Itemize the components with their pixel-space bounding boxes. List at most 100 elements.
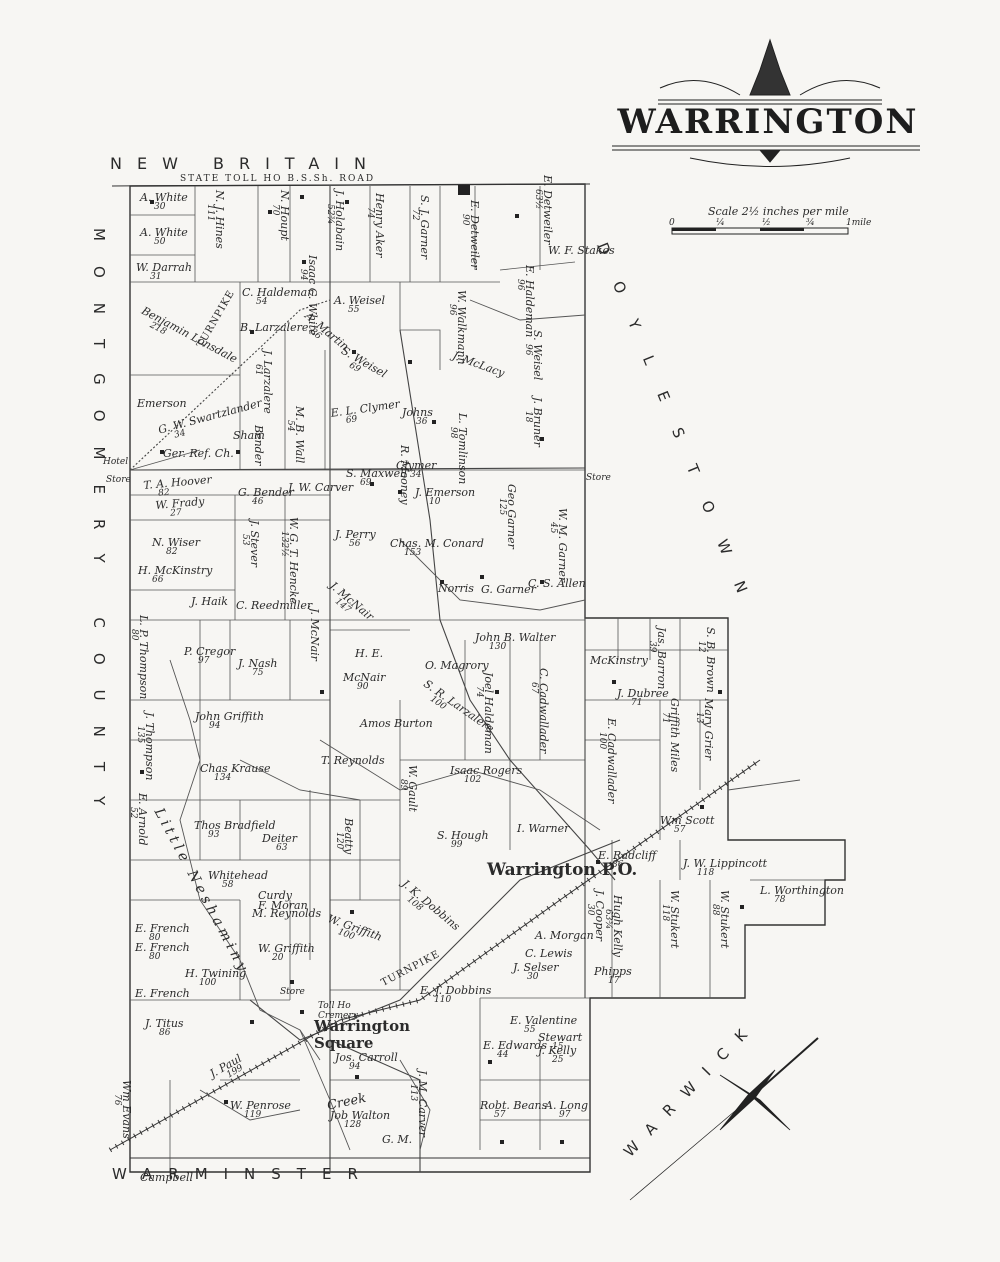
owner-acreage: 34 xyxy=(410,470,422,480)
owner-acreage: 71 xyxy=(631,698,643,708)
owner-name: S. Weisel xyxy=(531,330,544,381)
owner-name: R. Mooney xyxy=(398,445,411,505)
owner-label: B. Larzalere xyxy=(240,322,308,333)
owner-name: A. White xyxy=(140,191,188,204)
owner-name: S. Hough xyxy=(437,829,489,842)
owner-name: W. M. Garner xyxy=(556,508,569,583)
owner-name: J. Kelly xyxy=(538,1044,577,1057)
scale-tick-mile: 1mile xyxy=(846,218,872,228)
property-lines xyxy=(130,186,825,1172)
owner-name: L. Worthington xyxy=(760,884,845,897)
owner-name: J. Cooper xyxy=(593,890,606,942)
owner-name: Curdy xyxy=(258,889,293,902)
owner-label: J. Haik xyxy=(191,596,228,607)
owner-acreage: 100 xyxy=(199,978,217,988)
owner-acreage: 36 xyxy=(416,417,428,427)
owner-acreage: 82 xyxy=(166,547,178,557)
owner-label: G. Garner xyxy=(481,584,536,595)
owner-name: G. Garner xyxy=(481,583,536,596)
owner-name: Amos Burton xyxy=(360,717,433,730)
railroad xyxy=(108,757,762,1153)
owner-name: Phipps xyxy=(594,965,632,978)
owner-name: W. Penrose xyxy=(230,1099,291,1112)
owner-name: O. Magrory xyxy=(425,659,489,672)
owner-label: Curdy xyxy=(258,890,292,901)
owner-acreage: 153 xyxy=(404,548,422,558)
owner-name: G. M. xyxy=(382,1133,413,1146)
owner-acreage: 93 xyxy=(208,830,220,840)
store-west-label: Store xyxy=(106,475,131,485)
owner-name: Job Walton xyxy=(330,1109,391,1122)
owner-acreage: 63 xyxy=(276,843,288,853)
owner-label: Norris xyxy=(438,583,474,594)
owner-label: J. W. Carver xyxy=(288,482,353,493)
owner-acreage: 94 xyxy=(349,1062,361,1072)
owner-label: W. F. Stakes xyxy=(548,245,615,256)
owner-label: Emerson xyxy=(137,398,187,409)
border-north: NEW BRITAIN xyxy=(110,154,381,173)
owner-name: L. Tomlinson xyxy=(456,413,469,485)
house-markers xyxy=(140,185,744,1144)
scale-tick-0: 0 xyxy=(669,218,675,228)
scale-label: Scale 2½ inches per mile xyxy=(708,205,849,218)
owner-acreage: 110 xyxy=(434,995,452,1005)
owner-name: J. Nash xyxy=(238,657,278,670)
owner-name: S. J. Garner xyxy=(418,195,431,260)
owner-name: M. Reynolds xyxy=(252,907,322,920)
owner-name: Henry Aker xyxy=(373,193,386,258)
owner-name: S. Maxwell xyxy=(346,467,408,480)
owner-acreage: 130 xyxy=(489,642,507,652)
owner-name: Stewart xyxy=(538,1031,583,1044)
hotel-label: Hotel xyxy=(103,457,129,467)
scale-tick-three-quarter: ¾ xyxy=(806,218,815,228)
owner-name: Thos Bradfield xyxy=(194,819,276,832)
owner-name: Joel Haldeman xyxy=(482,672,495,754)
scale-tick-half: ½ xyxy=(762,218,771,228)
owner-name: E. Radcliff xyxy=(598,849,657,862)
owner-acreage: 90 xyxy=(357,682,369,692)
owner-name: S. B. Brown xyxy=(704,627,717,693)
owner-acreage: 118 xyxy=(697,868,715,878)
owner-name: Campbell xyxy=(140,1171,194,1184)
owner-name: Mary Grier xyxy=(702,698,715,761)
owner-name: Bender xyxy=(252,425,265,466)
border-south: WARMINSTER xyxy=(112,1165,374,1183)
owner-label: E. French xyxy=(135,988,190,999)
owner-acreage: 94 xyxy=(209,721,221,731)
owner-label: G. M. xyxy=(382,1134,412,1145)
owner-name: Clymer xyxy=(396,459,437,472)
border-west: MONTGOMERY COUNTY xyxy=(90,228,108,831)
owner-name: Ger. Ref. Ch. xyxy=(163,447,234,460)
owner-label: I. Warner xyxy=(517,823,569,834)
